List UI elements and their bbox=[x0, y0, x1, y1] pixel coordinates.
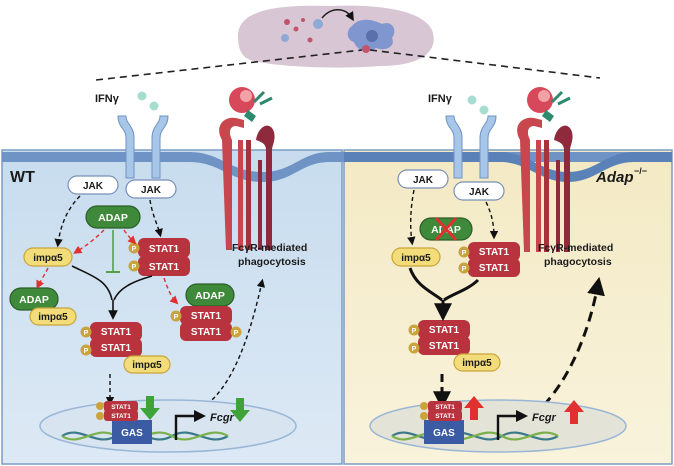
wt-ifn-dot bbox=[137, 91, 147, 101]
wt-adap-label: ADAP bbox=[98, 212, 128, 224]
ko-gas-label: GAS bbox=[433, 428, 455, 439]
ko-nuc-stat-b: STAT1 bbox=[429, 341, 460, 352]
wt-gas-label: GAS bbox=[121, 428, 143, 439]
p-badge: P bbox=[132, 246, 137, 253]
wt-dna-stat-a: STAT1 bbox=[111, 404, 131, 411]
wt-adap bbox=[85, 205, 141, 229]
ko-jak-right bbox=[453, 181, 505, 201]
wt-complex2-stat-b: STAT1 bbox=[191, 327, 222, 338]
ko-nuc-stat-a: STAT1 bbox=[429, 325, 460, 336]
ko-stat1-dimer-top: STAT1 STAT1 P P bbox=[458, 242, 520, 277]
p-badge: P bbox=[234, 330, 239, 337]
wt-stat1-top-a: STAT1 bbox=[149, 244, 180, 255]
ko-nuc-imp-label: impα5 bbox=[462, 358, 492, 369]
p-badge: P bbox=[174, 314, 179, 321]
wt-complex2-adap-label: ADAP bbox=[195, 290, 225, 302]
wt-label: WT bbox=[10, 169, 35, 186]
wt-fcgr-receptor bbox=[219, 87, 275, 250]
ko-up-arrow-icon bbox=[464, 396, 484, 420]
ko-imp-a5 bbox=[391, 247, 441, 267]
ko-gene-label: Fcgr bbox=[532, 412, 557, 424]
p-badge: P bbox=[84, 348, 89, 355]
ko-adap-cross-icon bbox=[434, 216, 458, 242]
ko-gene-up-arrow-icon bbox=[564, 400, 584, 424]
ko-fcgr-text-1: FcγR-mediated bbox=[538, 242, 613, 254]
wt-dna-stat-dimer: STAT1 STAT1 bbox=[96, 401, 138, 421]
wt-fcgr-text-1: FcγR-mediated bbox=[232, 242, 307, 254]
wt-dna-stat-b: STAT1 bbox=[111, 413, 131, 420]
wt-down-arrow-icon bbox=[140, 396, 160, 420]
wt-arrows bbox=[36, 195, 265, 421]
ko-dna bbox=[391, 431, 559, 441]
p-badge: P bbox=[84, 330, 89, 337]
ko-stat1-top-b: STAT1 bbox=[479, 263, 510, 274]
wt-ifn-receptor bbox=[117, 115, 169, 179]
p-badge: P bbox=[412, 328, 417, 335]
wt-nuc-stat-a: STAT1 bbox=[101, 327, 132, 338]
p-badge: P bbox=[462, 266, 467, 273]
wt-transcription-arrow bbox=[174, 414, 196, 440]
wt-stat1-imp-complex: STAT1 STAT1 P P impα5 bbox=[80, 322, 171, 374]
wt-ifn-dot bbox=[149, 101, 159, 111]
ko-jak-right-label: JAK bbox=[469, 187, 490, 198]
wt-jak-left bbox=[67, 175, 119, 195]
wt-jak-right-label: JAK bbox=[141, 185, 162, 196]
zoom-line-left bbox=[95, 49, 363, 81]
wt-adap-imp-complex: ADAP impα5 bbox=[9, 287, 77, 326]
ko-imp-a5-label: impα5 bbox=[401, 253, 431, 264]
p-badge: P bbox=[462, 250, 467, 257]
wt-gene-down-arrow-icon bbox=[230, 398, 250, 422]
wt-fcgr-text-2: phagocytosis bbox=[238, 256, 306, 268]
wt-jak-left-label: JAK bbox=[83, 181, 104, 192]
ko-fcgr-text-2: phagocytosis bbox=[544, 256, 612, 268]
top-cell-illustration bbox=[238, 5, 434, 68]
zoom-line-right bbox=[369, 49, 601, 79]
ko-dna-stat-dimer: STAT1 STAT1 bbox=[420, 401, 462, 421]
ko-jak-left-label: JAK bbox=[413, 175, 434, 186]
wt-gas-box bbox=[112, 420, 152, 444]
ko-ifn-dot bbox=[479, 105, 489, 115]
wt-complex-adap-label: ADAP bbox=[19, 294, 49, 306]
ko-stat1-imp-complex: STAT1 STAT1 P P impα5 bbox=[408, 320, 501, 372]
wt-adap-stat-complex: ADAP STAT1 STAT1 P P bbox=[170, 283, 242, 341]
wt-stat1-dimer-top: STAT1 STAT1 P P bbox=[128, 238, 190, 276]
ko-gas-box bbox=[424, 420, 464, 444]
ko-label: Adap bbox=[595, 169, 634, 186]
wt-transcription-arrowhead bbox=[194, 410, 206, 422]
wt-nuc-imp-label: impα5 bbox=[132, 360, 162, 371]
ko-transcription-arrowhead bbox=[516, 410, 528, 422]
wt-ifn-label: IFNγ bbox=[95, 93, 120, 105]
p-badge: P bbox=[412, 346, 417, 353]
wt-complex2-stat-a: STAT1 bbox=[191, 311, 222, 322]
wt-nuc-stat-b: STAT1 bbox=[101, 343, 132, 354]
ko-jak-left bbox=[397, 169, 449, 189]
ko-ifn-dot bbox=[467, 95, 477, 105]
ko-dna-stat-b: STAT1 bbox=[435, 413, 455, 420]
wt-gene-label: Fcgr bbox=[210, 412, 235, 424]
ko-arrows bbox=[407, 189, 605, 426]
ko-transcription-arrow bbox=[496, 414, 518, 440]
ko-ifn-label: IFNγ bbox=[428, 93, 453, 105]
wt-nucleus bbox=[39, 399, 297, 453]
wt-imp-a5-label: impα5 bbox=[33, 253, 63, 264]
wt-imp-a5 bbox=[23, 247, 73, 267]
wt-stat1-top-b: STAT1 bbox=[149, 262, 180, 273]
wt-complex-imp-label: impα5 bbox=[38, 312, 68, 323]
p-badge: P bbox=[132, 264, 137, 271]
ko-stat1-top-a: STAT1 bbox=[479, 247, 510, 258]
ko-membrane bbox=[344, 152, 672, 182]
ko-fcgr-receptor bbox=[517, 87, 573, 252]
ko-label-sup: −/− bbox=[634, 166, 647, 176]
ko-ifn-receptor bbox=[445, 115, 497, 179]
wt-jak-right bbox=[125, 179, 177, 199]
ko-dna-stat-a: STAT1 bbox=[435, 404, 455, 411]
